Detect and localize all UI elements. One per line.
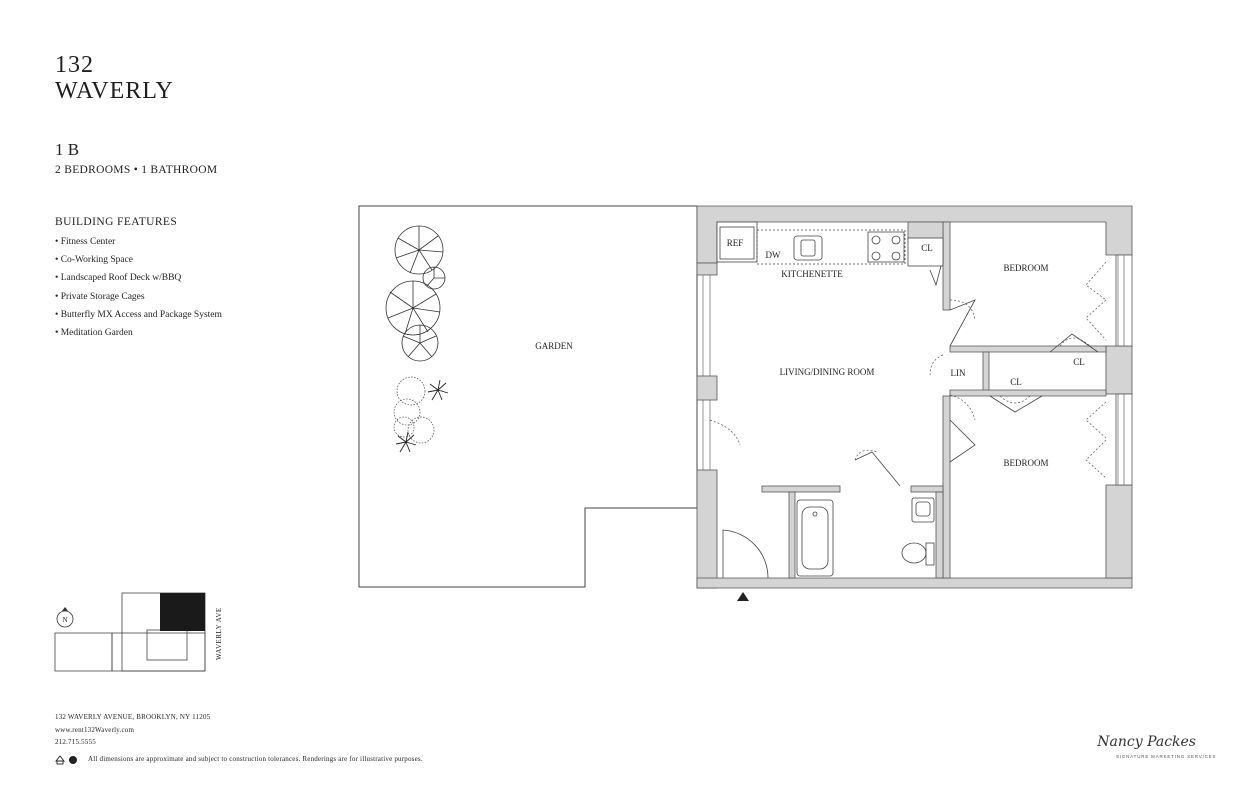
window-swings [709,261,1107,479]
feature-item: • Meditation Garden [55,327,133,338]
windows [702,255,1125,485]
street-label: WAVERLY AVE [215,607,223,660]
label-living: LIVING/DINING ROOM [780,367,875,377]
door-swings [854,299,1091,461]
broker-logo: Nancy Packes [1097,734,1196,750]
label-closet-right: CL [1073,357,1085,367]
features-heading: BUILDING FEATURES [55,216,178,228]
feature-item: • Butterfly MX Access and Package System [55,309,222,320]
label-kitchenette: KITCHENETTE [781,269,843,279]
building-name: WAVERLY [55,78,174,104]
broker-tagline: SIGNATURE MARKETING SERVICES [1116,754,1217,759]
feature-item: • Private Storage Cages [55,291,145,302]
building-title: 132 WAVERLY [55,52,174,104]
shrub-icon [393,376,435,444]
tree-icon [385,225,446,362]
door-lines [854,261,1099,487]
entry-arrow-icon [737,592,749,601]
footer-address: 132 WAVERLY AVENUE, BROOKLYN, NY 11205 [55,713,211,721]
interior-walls [761,221,1107,579]
key-plan: N WAVERLY AVE [54,592,223,672]
label-closet-top: CL [921,243,933,253]
unit-summary: 2 BEDROOMS • 1 BATHROOM [55,164,218,176]
feature-item: • Fitness Center [55,237,116,247]
footer-phone: 212.715.5555 [55,738,96,746]
label-bedroom-top: BEDROOM [1003,263,1048,273]
bathroom-fixtures [796,497,935,577]
feature-item: • Co-Working Space [55,255,134,266]
label-ref: REF [727,238,744,248]
building-number: 132 [55,52,94,78]
label-garden: GARDEN [535,341,573,351]
footer-disclaimer: All dimensions are approximate and subje… [88,755,423,763]
exterior-walls [696,205,1133,589]
label-linen: LIN [951,368,966,378]
features-list: • Fitness Center • Co-Working Space • La… [55,236,222,345]
plant-icon [395,379,449,453]
equal-housing-icon [55,755,65,765]
garden-outline [358,205,698,588]
north-label: N [62,616,67,624]
footer-website[interactable]: www.rent132Waverly.com [55,726,135,734]
accessibility-icon [69,756,77,764]
label-bedroom-bottom: BEDROOM [1003,458,1048,468]
keyplan-unit-highlight [160,593,205,631]
entry-door [722,529,769,579]
feature-item: • Landscaped Roof Deck w/BBQ [55,273,182,284]
kitchen-counter [716,221,944,267]
label-closet-mid: CL [1010,377,1022,387]
label-dw: DW [766,250,781,260]
unit-name: 1 B [55,140,80,159]
